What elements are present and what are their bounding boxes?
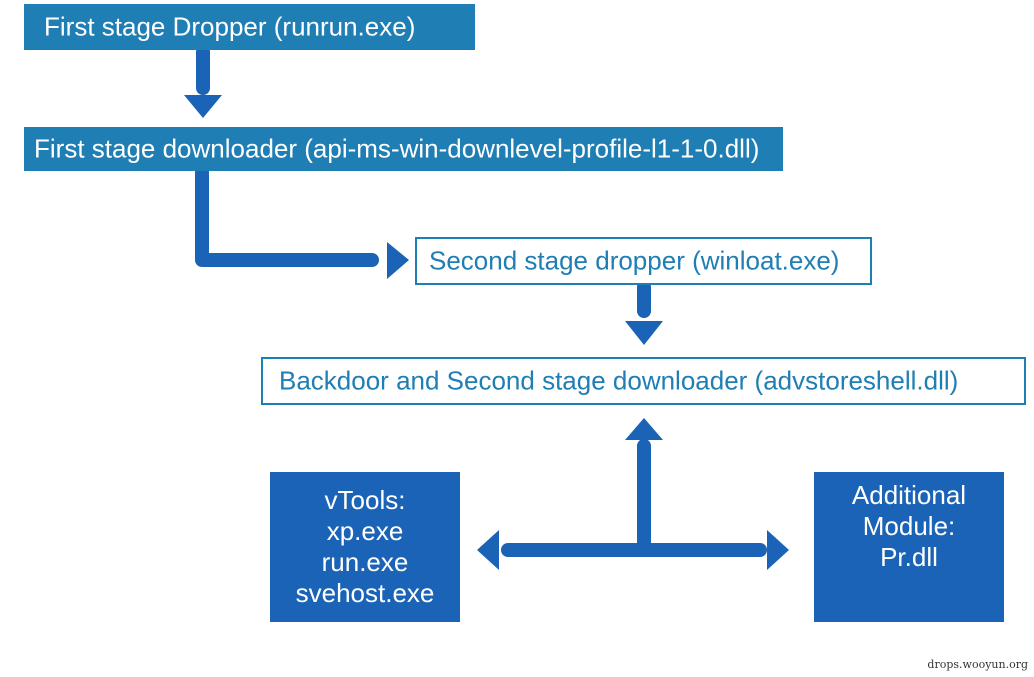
node-line: vTools: xyxy=(324,485,406,515)
node-line: svehost.exe xyxy=(295,578,435,608)
node-second-stage-dropper: Second stage dropper (winloat.exe) xyxy=(415,237,872,285)
node-line: Pr.dll xyxy=(880,542,938,572)
node-line: run.exe xyxy=(321,547,409,577)
node-vtools: vTools: xp.exe run.exe svehost.exe xyxy=(270,472,460,622)
node-label: First stage downloader (api-ms-win-downl… xyxy=(34,133,760,164)
edge-backdoor-to-modules xyxy=(477,418,789,570)
edge-second-dropper-to-backdoor xyxy=(625,280,663,345)
node-label: Second stage dropper (winloat.exe) xyxy=(429,245,840,276)
watermark: drops.wooyun.org xyxy=(927,658,1028,671)
node-backdoor: Backdoor and Second stage downloader (ad… xyxy=(261,357,1026,405)
node-line: Module: xyxy=(862,511,956,541)
edge-downloader-to-second-dropper xyxy=(195,163,409,279)
node-line: xp.exe xyxy=(326,516,404,546)
node-line: Additional xyxy=(851,480,967,510)
node-additional-module: Additional Module: Pr.dll xyxy=(814,472,1004,622)
edge-dropper-to-downloader xyxy=(184,45,222,118)
node-first-stage-dropper: First stage Dropper (runrun.exe) xyxy=(24,4,475,50)
node-label: First stage Dropper (runrun.exe) xyxy=(44,11,416,42)
node-label: Backdoor and Second stage downloader (ad… xyxy=(279,365,959,396)
node-first-stage-downloader: First stage downloader (api-ms-win-downl… xyxy=(24,127,783,171)
